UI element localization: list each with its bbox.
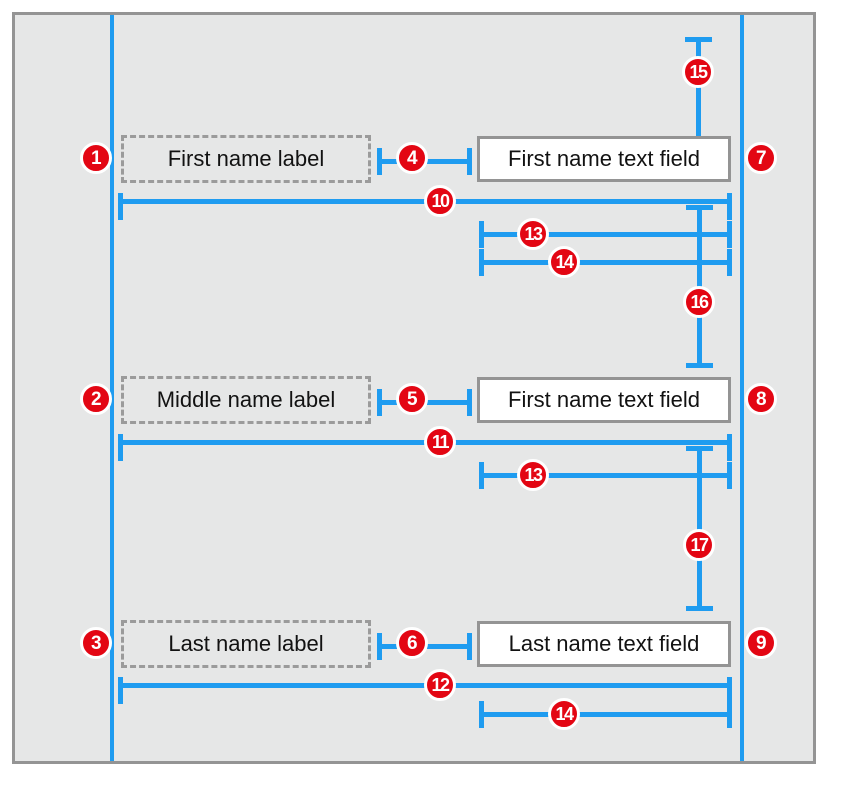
connector-cap-5-left [377, 389, 382, 416]
connector-cap-5-right [467, 389, 472, 416]
marker-3[interactable]: 3 [80, 627, 112, 659]
marker-11[interactable]: 11 [424, 426, 456, 458]
middle-name-text-field[interactable]: First name text field [477, 377, 731, 423]
measure-cap-10-left [118, 193, 123, 220]
measure-cap-12-right [727, 677, 732, 704]
marker-14-row3[interactable]: 14 [548, 698, 580, 730]
marker-17[interactable]: 17 [683, 529, 715, 561]
measure-cap-13-row1-left [479, 221, 484, 248]
marker-10-label: 10 [431, 191, 450, 211]
measure-cap-16-top [686, 205, 713, 210]
marker-12-label: 12 [431, 675, 450, 695]
marker-9[interactable]: 9 [745, 627, 777, 659]
measure-line-14-row3 [479, 712, 732, 717]
marker-13-row1[interactable]: 13 [517, 218, 549, 250]
middle-name-label-box: Middle name label [121, 376, 371, 424]
measure-line-17 [697, 446, 702, 611]
measure-cap-13-row2-left [479, 462, 484, 489]
measure-cap-15-top [685, 37, 712, 42]
left-alignment-guide [110, 15, 114, 761]
measure-cap-14-row3-left [479, 701, 484, 728]
marker-1-label: 1 [90, 147, 102, 169]
first-name-text-field[interactable]: First name text field [477, 136, 731, 182]
last-name-field-text: Last name text field [508, 631, 700, 656]
marker-16[interactable]: 16 [683, 286, 715, 318]
marker-13-row2-label: 13 [524, 465, 543, 485]
measure-cap-17-bottom [686, 606, 713, 611]
marker-5[interactable]: 5 [396, 383, 428, 415]
measure-cap-13-row2-right [727, 462, 732, 489]
marker-10[interactable]: 10 [424, 185, 456, 217]
measure-cap-14-row1-right [727, 249, 732, 276]
first-name-label-text: First name label [167, 146, 325, 171]
marker-7-label: 7 [755, 147, 767, 169]
marker-12[interactable]: 12 [424, 669, 456, 701]
last-name-label-box: Last name label [121, 620, 371, 668]
marker-14-row3-label: 14 [555, 704, 574, 724]
middle-name-label-text: Middle name label [156, 387, 336, 412]
marker-6[interactable]: 6 [396, 627, 428, 659]
connector-cap-4-right [467, 148, 472, 175]
marker-3-label: 3 [90, 632, 102, 654]
measure-cap-14-row1-left [479, 249, 484, 276]
marker-4[interactable]: 4 [396, 142, 428, 174]
connector-cap-6-left [377, 633, 382, 660]
marker-7[interactable]: 7 [745, 142, 777, 174]
middle-name-field-text: First name text field [508, 387, 700, 412]
measure-cap-13-row1-right [727, 221, 732, 248]
marker-14-row1-label: 14 [555, 252, 574, 272]
marker-4-label: 4 [406, 147, 418, 169]
marker-15-label: 15 [689, 62, 708, 82]
marker-16-label: 16 [690, 292, 709, 312]
measure-line-15 [696, 37, 701, 147]
marker-13-row1-label: 13 [524, 224, 543, 244]
marker-6-label: 6 [406, 632, 418, 654]
measure-cap-16-bottom [686, 363, 713, 368]
first-name-field-text: First name text field [508, 146, 700, 171]
marker-8-label: 8 [755, 388, 767, 410]
marker-5-label: 5 [406, 388, 418, 410]
marker-15[interactable]: 15 [682, 56, 714, 88]
connector-cap-6-right [467, 633, 472, 660]
measure-line-13-row1 [479, 232, 732, 237]
marker-8[interactable]: 8 [745, 383, 777, 415]
marker-11-label: 11 [431, 432, 450, 452]
measure-line-13-row2 [479, 473, 732, 478]
marker-9-label: 9 [755, 632, 767, 654]
first-name-label-box: First name label [121, 135, 371, 183]
marker-1[interactable]: 1 [80, 142, 112, 174]
marker-2[interactable]: 2 [80, 383, 112, 415]
measure-cap-12-left [118, 677, 123, 704]
measure-line-14-row1 [479, 260, 732, 265]
last-name-label-text: Last name label [168, 631, 324, 656]
right-alignment-guide [740, 15, 744, 761]
marker-2-label: 2 [90, 388, 102, 410]
last-name-text-field[interactable]: Last name text field [477, 621, 731, 667]
measure-cap-10-right [727, 193, 732, 220]
marker-13-row2[interactable]: 13 [517, 459, 549, 491]
measure-cap-11-left [118, 434, 123, 461]
connector-cap-4-left [377, 148, 382, 175]
measure-cap-11-right [727, 434, 732, 461]
measure-cap-17-top [686, 446, 713, 451]
marker-17-label: 17 [690, 535, 709, 555]
measure-cap-14-row3-right [727, 701, 732, 728]
marker-14-row1[interactable]: 14 [548, 246, 580, 278]
